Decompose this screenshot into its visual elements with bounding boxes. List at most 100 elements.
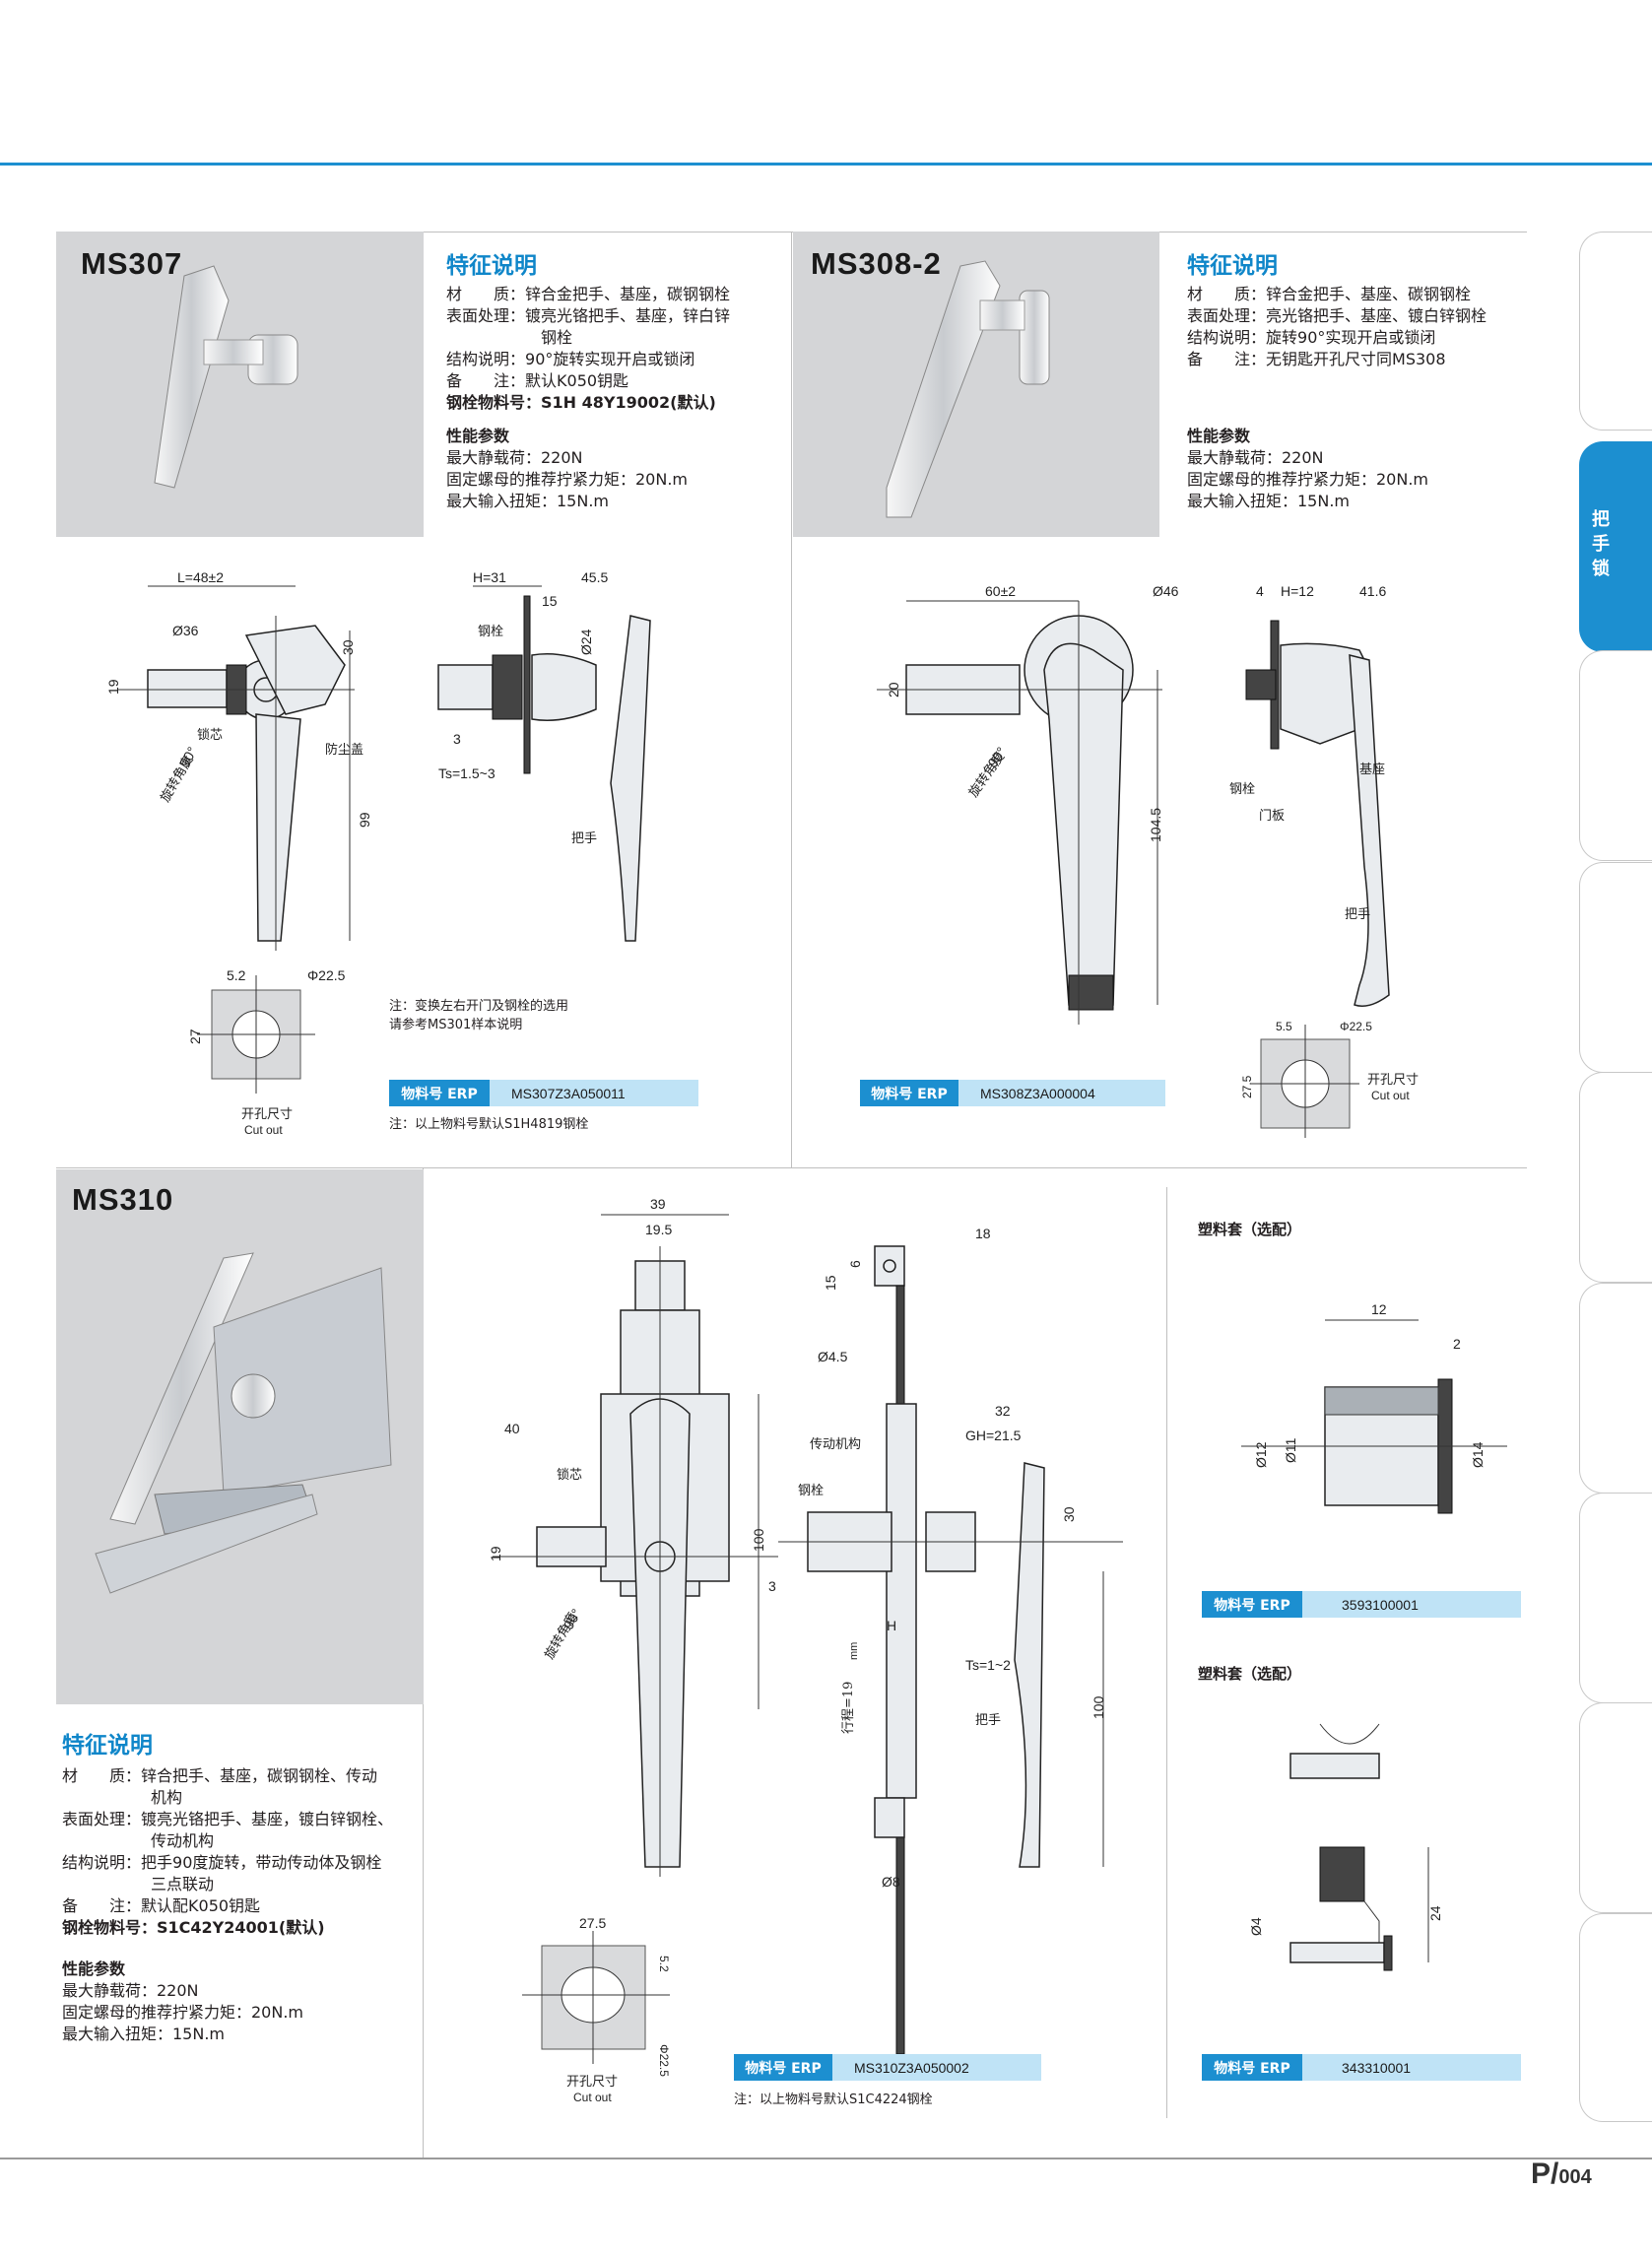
svg-text:30: 30 — [1061, 1506, 1077, 1522]
svg-text:32: 32 — [995, 1403, 1011, 1419]
bolt-label: 钢栓物料号： — [62, 1918, 158, 1937]
svg-text:H=12: H=12 — [1281, 583, 1314, 599]
svg-text:行程=19: 行程=19 — [841, 1682, 856, 1734]
spec-value: 亮光铬把手、基座、镀白锌钢栓 — [1266, 306, 1487, 325]
side-tab[interactable] — [1579, 1072, 1652, 1283]
ms307-note: 注：变换左右开门及钢栓的选用 请参考MS301样本说明 — [389, 997, 568, 1034]
svg-text:Cut out: Cut out — [244, 1123, 283, 1137]
spec-value: 三点联动 — [151, 1875, 215, 1893]
erp-label: 物料号 ERP — [860, 1080, 958, 1106]
svg-text:开孔尺寸: 开孔尺寸 — [1367, 1073, 1419, 1088]
svg-text:4: 4 — [1256, 583, 1264, 599]
perf-item: 最大输入扭矩：15N.m — [62, 2025, 226, 2043]
spec-value: 镀亮光铬把手、基座，锌白锌 — [525, 306, 731, 325]
svg-text:Φ22.5: Φ22.5 — [657, 2044, 671, 2077]
spec-value: 机构 — [151, 1788, 183, 1807]
sleeve1-title: 塑料套（选配） — [1198, 1221, 1302, 1238]
header-rule — [0, 163, 1652, 166]
svg-text:Ø12: Ø12 — [1253, 1441, 1269, 1468]
svg-text:Ts=1.5~3: Ts=1.5~3 — [438, 765, 496, 781]
spec-value: 无钥匙开孔尺寸同MS308 — [1266, 350, 1446, 368]
grid-line — [56, 1167, 1527, 1168]
erp-value: MS310Z3A050002 — [832, 2054, 1041, 2081]
erp-value: 343310001 — [1302, 2054, 1521, 2081]
footer-rule — [0, 2158, 1652, 2159]
ms308-product-image — [886, 260, 1050, 518]
perf-item: 最大输入扭矩：15N.m — [446, 492, 610, 510]
spec-key: 表面处理： — [62, 1810, 142, 1828]
side-tab[interactable] — [1579, 1702, 1652, 1913]
erp-label: 物料号 ERP — [734, 2054, 832, 2081]
svg-text:60±2: 60±2 — [985, 583, 1016, 599]
perf-item: 最大输入扭矩：15N.m — [1187, 492, 1351, 510]
svg-text:5.5: 5.5 — [1276, 1020, 1292, 1033]
ms310-photo — [56, 1169, 424, 1704]
svg-text:2: 2 — [1453, 1336, 1461, 1352]
spec-value: 默认配K050钥匙 — [141, 1896, 261, 1915]
svg-text:Ø11: Ø11 — [1283, 1437, 1298, 1463]
side-tab[interactable] — [1579, 1493, 1652, 1703]
sleeve1-erp: 物料号 ERP 3593100001 — [1202, 1591, 1521, 1618]
side-tab[interactable] — [1579, 1913, 1652, 2122]
spec-value: 钢栓 — [541, 328, 573, 347]
ms308-drawing: 60±2 Ø46 20 90° 旋转角度 104.5 4 H=12 41.6 基… — [877, 583, 1419, 1138]
spec-value: 传动机构 — [151, 1831, 215, 1850]
ms308-erp: 物料号 ERP MS308Z3A000004 — [860, 1080, 1165, 1106]
svg-text:mm: mm — [848, 1642, 860, 1660]
perf-title: 性能参数 — [62, 1959, 126, 1978]
svg-text:Ø4: Ø4 — [1248, 1917, 1264, 1936]
svg-text:15: 15 — [542, 593, 558, 609]
dim-label: L=48±2 — [177, 569, 224, 585]
svg-text:3: 3 — [453, 731, 461, 747]
side-tab-active[interactable] — [1579, 441, 1652, 652]
svg-text:5.2: 5.2 — [657, 1956, 671, 1972]
ms310-feature-title: 特征说明 — [62, 1733, 153, 1759]
perf-item: 固定螺母的推荐拧紧力矩：20N.m — [1187, 470, 1429, 489]
ms310-erp: 物料号 ERP MS310Z3A050002 — [734, 2054, 1041, 2081]
ms307-specs: 特征说明 材 质：锌合金把手、基座，碳钢钢栓 表面处理：镀亮光铬把手、基座，锌白… — [446, 246, 781, 512]
ms310-drawing: 39 19.5 40 锁芯 19 100 90° 旋转角度 18 15 6 Ø4… — [488, 1196, 1123, 2104]
svg-text:把手: 把手 — [571, 831, 597, 846]
erp-label: 物料号 ERP — [389, 1080, 490, 1106]
ms310-specs: 特征说明 材 质：锌合把手、基座，碳钢钢栓、传动 机构 表面处理：镀亮光铬把手、… — [62, 1726, 422, 2045]
spec-value: 默认K050钥匙 — [525, 371, 629, 390]
svg-text:H=31: H=31 — [473, 569, 506, 585]
perf-item: 最大静载荷：220N — [446, 448, 583, 467]
spec-key: 表面处理： — [1187, 306, 1267, 325]
perf-item: 固定螺母的推荐拧紧力矩：20N.m — [62, 2003, 304, 2022]
sleeve2-erp: 物料号 ERP 343310001 — [1202, 2054, 1521, 2081]
perf-title: 性能参数 — [1187, 427, 1251, 445]
sleeve2-title: 塑料套（选配） — [1198, 1665, 1302, 1683]
svg-text:把手: 把手 — [975, 1713, 1001, 1728]
page-number-prefix: P/ — [1531, 2158, 1559, 2190]
svg-text:传动机构: 传动机构 — [810, 1437, 861, 1452]
svg-text:防尘盖: 防尘盖 — [325, 742, 363, 758]
svg-text:100: 100 — [751, 1528, 766, 1552]
svg-text:104.5: 104.5 — [1148, 808, 1163, 842]
side-tab[interactable] — [1579, 650, 1652, 861]
spec-key: 备 注： — [62, 1896, 142, 1915]
side-tab[interactable] — [1579, 232, 1652, 431]
spec-key: 材 质： — [62, 1766, 142, 1785]
svg-text:24: 24 — [1427, 1905, 1443, 1921]
spec-value: 90°旋转实现开启或锁闭 — [525, 350, 695, 368]
ms307-feature-title: 特征说明 — [446, 253, 537, 279]
page-number-value: 004 — [1558, 2166, 1592, 2188]
ms308-specs: 特征说明 材 质：锌合金把手、基座、碳钢钢栓 表面处理：亮光铬把手、基座、镀白锌… — [1187, 246, 1522, 512]
spec-value: 旋转90°实现开启或锁闭 — [1266, 328, 1436, 347]
spec-key: 结构说明： — [446, 350, 526, 368]
erp-label: 物料号 ERP — [1202, 2054, 1302, 2081]
sleeve1-drawing: 12 2 Ø12 Ø11 Ø14 — [1241, 1301, 1507, 1514]
svg-text:100: 100 — [1090, 1695, 1106, 1719]
perf-title: 性能参数 — [446, 427, 510, 445]
ms307-erp: 物料号 ERP MS307Z3A050011 — [389, 1080, 698, 1106]
svg-text:Φ22.5: Φ22.5 — [1340, 1020, 1372, 1033]
spec-key: 材 质： — [446, 285, 526, 303]
side-tab[interactable] — [1579, 862, 1652, 1073]
svg-text:基座: 基座 — [1359, 763, 1385, 777]
svg-text:Ø4.5: Ø4.5 — [818, 1349, 848, 1364]
side-tab[interactable] — [1579, 1283, 1652, 1494]
svg-text:5.2: 5.2 — [227, 967, 246, 983]
svg-text:27: 27 — [187, 1029, 203, 1044]
ms307-drawing: L=48±2 Ø36 30 19 锁芯 防尘盖 90° 旋转角度 99 H=31… — [105, 569, 651, 1137]
